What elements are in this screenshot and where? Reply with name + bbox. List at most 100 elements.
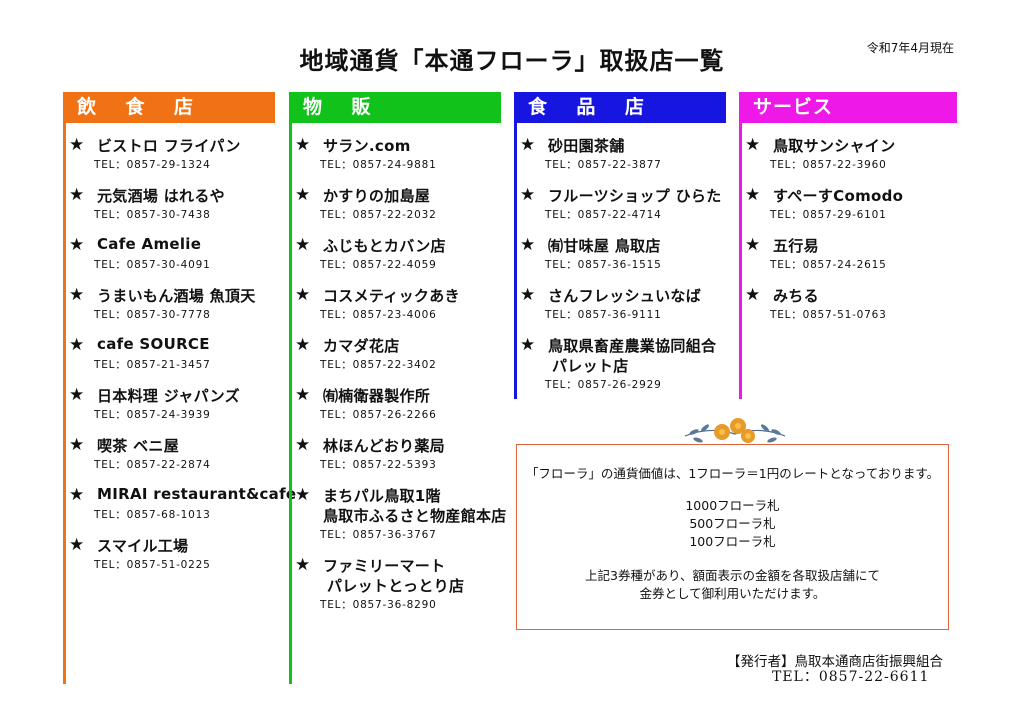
star-icon: ★ — [69, 335, 85, 355]
shop-tel: TEL：0857-29-6101 — [770, 209, 887, 221]
star-icon: ★ — [745, 185, 761, 205]
shop-name: まちパル鳥取1階鳥取市ふるさと物産館本店 — [323, 485, 506, 525]
shop-name: 林ほんどおり薬局 — [323, 437, 445, 455]
star-icon: ★ — [520, 235, 536, 255]
publisher-tel: TEL：0857-22-6611 — [772, 669, 930, 685]
shop-name: ふじもとカバン店 — [323, 237, 446, 255]
note-denomination: 500フローラ札 — [689, 516, 776, 531]
category-header: 物 販 — [289, 92, 501, 123]
date-label: 令和7年4月現在 — [866, 41, 954, 55]
shop-name: コスメティックあき — [323, 287, 460, 305]
shop-name: 鳥取サンシャイン — [773, 137, 896, 155]
shop-name: うまいもん酒場 魚頂天 — [97, 287, 256, 305]
note-denomination: 1000フローラ札 — [685, 498, 780, 513]
star-icon: ★ — [295, 135, 311, 155]
shop-name: 喫茶 ベニ屋 — [97, 437, 180, 455]
category-line — [63, 92, 66, 684]
shop-tel: TEL：0857-30-4091 — [94, 259, 211, 271]
shop-name-line2: パレットとっとり店 — [327, 577, 465, 595]
shop-name: ビストロ フライパン — [97, 137, 241, 155]
shop-name: かすりの加島屋 — [323, 187, 431, 205]
star-icon: ★ — [69, 485, 85, 505]
shop-tel: TEL：0857-30-7438 — [94, 209, 211, 221]
shop-name-line1: ファミリーマート — [323, 557, 446, 575]
star-icon: ★ — [745, 235, 761, 255]
star-icon: ★ — [295, 285, 311, 305]
shop-tel: TEL：0857-22-3960 — [770, 159, 887, 171]
shop-name: 元気酒場 はれるや — [97, 187, 225, 205]
shop-tel: TEL：0857-36-3767 — [320, 529, 437, 541]
shop-name: Cafe Amelie — [97, 235, 202, 253]
shop-name: カマダ花店 — [323, 337, 400, 355]
shop-entry: ★ 鳥取県畜産農業協同組合パレット店 TEL：0857-26-2929 — [520, 335, 726, 406]
shop-entry: ★ カマダ花店 TEL：0857-22-3402 — [295, 335, 501, 386]
shop-tel: TEL：0857-24-3939 — [94, 409, 211, 421]
shop-name-line2: パレット店 — [552, 357, 629, 375]
shop-tel: TEL：0857-36-8290 — [320, 599, 437, 611]
star-icon: ★ — [69, 285, 85, 305]
shop-tel: TEL：0857-24-9881 — [320, 159, 437, 171]
shop-name: さんフレッシュいなば — [548, 287, 702, 305]
flower-ornament-icon — [684, 418, 786, 443]
shop-name: ファミリーマートパレットとっとり店 — [323, 555, 464, 595]
shop-tel: TEL：0857-22-3402 — [320, 359, 437, 371]
star-icon: ★ — [520, 135, 536, 155]
star-icon: ★ — [520, 185, 536, 205]
shop-tel: TEL：0857-21-3457 — [94, 359, 211, 371]
star-icon: ★ — [69, 535, 85, 555]
shop-tel: TEL：0857-30-7778 — [94, 309, 211, 321]
star-icon: ★ — [295, 485, 311, 505]
shop-tel: TEL：0857-26-2266 — [320, 409, 437, 421]
shop-tel: TEL：0857-36-1515 — [545, 259, 662, 271]
shop-entry: ★ cafe SOURCE TEL：0857-21-3457 — [69, 335, 275, 386]
category-header: サービス — [739, 92, 957, 123]
star-icon: ★ — [295, 335, 311, 355]
note-denominations: 1000フローラ札 500フローラ札 100フローラ札 — [517, 497, 948, 551]
star-icon: ★ — [745, 285, 761, 305]
shop-tel: TEL：0857-68-1013 — [94, 509, 211, 521]
star-icon: ★ — [295, 385, 311, 405]
shop-name: みちる — [773, 287, 819, 305]
shop-tel: TEL：0857-22-2032 — [320, 209, 437, 221]
usage-text-line2: 金券として御利用いただけます。 — [639, 586, 826, 601]
shop-tel: TEL：0857-26-2929 — [545, 379, 662, 391]
shop-name: cafe SOURCE — [97, 335, 210, 353]
shop-name: サラン.com — [323, 137, 411, 155]
shop-name: すぺーすComodo — [773, 187, 904, 205]
shop-name: ㈲甘味屋 鳥取店 — [548, 237, 661, 255]
shop-tel: TEL：0857-22-4714 — [545, 209, 662, 221]
star-icon: ★ — [69, 135, 85, 155]
note-denomination: 100フローラ札 — [689, 534, 776, 549]
shop-entry: ★ ㈲甘味屋 鳥取店 TEL：0857-36-1515 — [520, 235, 726, 286]
shop-name-line1: まちパル鳥取1階 — [323, 487, 441, 505]
shop-tel: TEL：0857-22-5393 — [320, 459, 437, 471]
star-icon: ★ — [520, 335, 536, 355]
shop-name: 鳥取県畜産農業協同組合パレット店 — [548, 335, 716, 375]
star-icon: ★ — [69, 435, 85, 455]
category-line — [739, 92, 742, 399]
shop-tel: TEL：0857-22-2874 — [94, 459, 211, 471]
star-icon: ★ — [745, 135, 761, 155]
star-icon: ★ — [69, 235, 85, 255]
shop-tel: TEL：0857-51-0225 — [94, 559, 211, 571]
shop-name-line2: 鳥取市ふるさと物産館本店 — [323, 507, 507, 525]
